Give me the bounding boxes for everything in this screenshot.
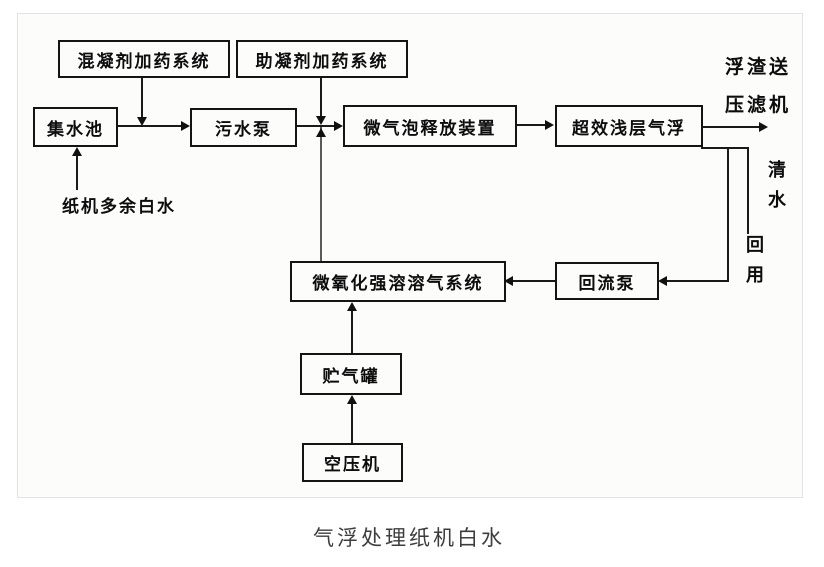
connector-coagulant-down — [141, 78, 143, 118]
node-air-compressor: 空压机 — [302, 443, 403, 482]
arrowhead-aid-down — [316, 116, 326, 125]
node-coagulant-aid-dosing-system: 助凝剂加药系统 — [236, 40, 408, 78]
connector-reflux-to-dissolved — [513, 280, 555, 282]
connector-recycle-down — [727, 147, 729, 282]
arrowhead-into-daf — [545, 120, 554, 130]
arrowhead-coagulant-down — [137, 117, 147, 126]
node-collection-tank: 集水池 — [33, 107, 118, 147]
node-gas-storage-tank: 贮气罐 — [300, 353, 402, 395]
diagram-frame — [17, 13, 803, 498]
node-microbubble-release-device: 微气泡释放装置 — [343, 105, 517, 147]
node-dissolved-air-system: 微氧化强溶溶气系统 — [290, 261, 506, 302]
connector-pump-to-release — [297, 125, 335, 127]
node-coagulant-dosing-system: 混凝剂加药系统 — [58, 40, 230, 78]
connector-dissolved-to-junction — [320, 127, 322, 261]
label-scum-to-filter-press: 浮渣送压滤机 — [725, 56, 792, 116]
diagram-caption: 气浮处理纸机白水 — [313, 526, 505, 550]
connector-whitewater-in — [76, 151, 78, 190]
node-reflux-pump: 回流泵 — [555, 262, 659, 300]
connector-aid-down — [320, 78, 322, 117]
arrowhead-into-release — [334, 121, 343, 131]
connector-daf-bottom — [701, 147, 749, 149]
connector-to-reflux-pump — [666, 280, 729, 282]
node-shallow-air-flotation: 超效浅层气浮 — [555, 105, 703, 147]
label-clear-water: 清水 — [765, 160, 786, 220]
connector-release-to-daf — [517, 124, 546, 126]
arrowhead-into-reflux-pump — [658, 276, 667, 286]
connector-clearwater-down — [747, 147, 749, 234]
arrowhead-scum-out — [759, 122, 768, 132]
arrowhead-into-pump — [181, 121, 190, 131]
arrowhead-into-gastank — [347, 395, 357, 404]
arrowhead-into-dissolved — [504, 276, 513, 286]
arrowhead-into-dissolved-bottom — [347, 302, 357, 311]
arrowhead-into-tank — [72, 147, 82, 156]
connector-tank-to-pump — [118, 125, 182, 127]
node-sewage-pump: 污水泵 — [190, 108, 297, 147]
label-reuse: 回用 — [743, 235, 764, 295]
label-white-water-input: 纸机多余白水 — [62, 197, 176, 217]
connector-scum-out — [703, 126, 760, 128]
connector-gastank-to-dissolved — [351, 306, 353, 353]
arrowhead-up-at-junction — [316, 128, 326, 137]
connector-compressor-to-gastank — [351, 399, 353, 443]
